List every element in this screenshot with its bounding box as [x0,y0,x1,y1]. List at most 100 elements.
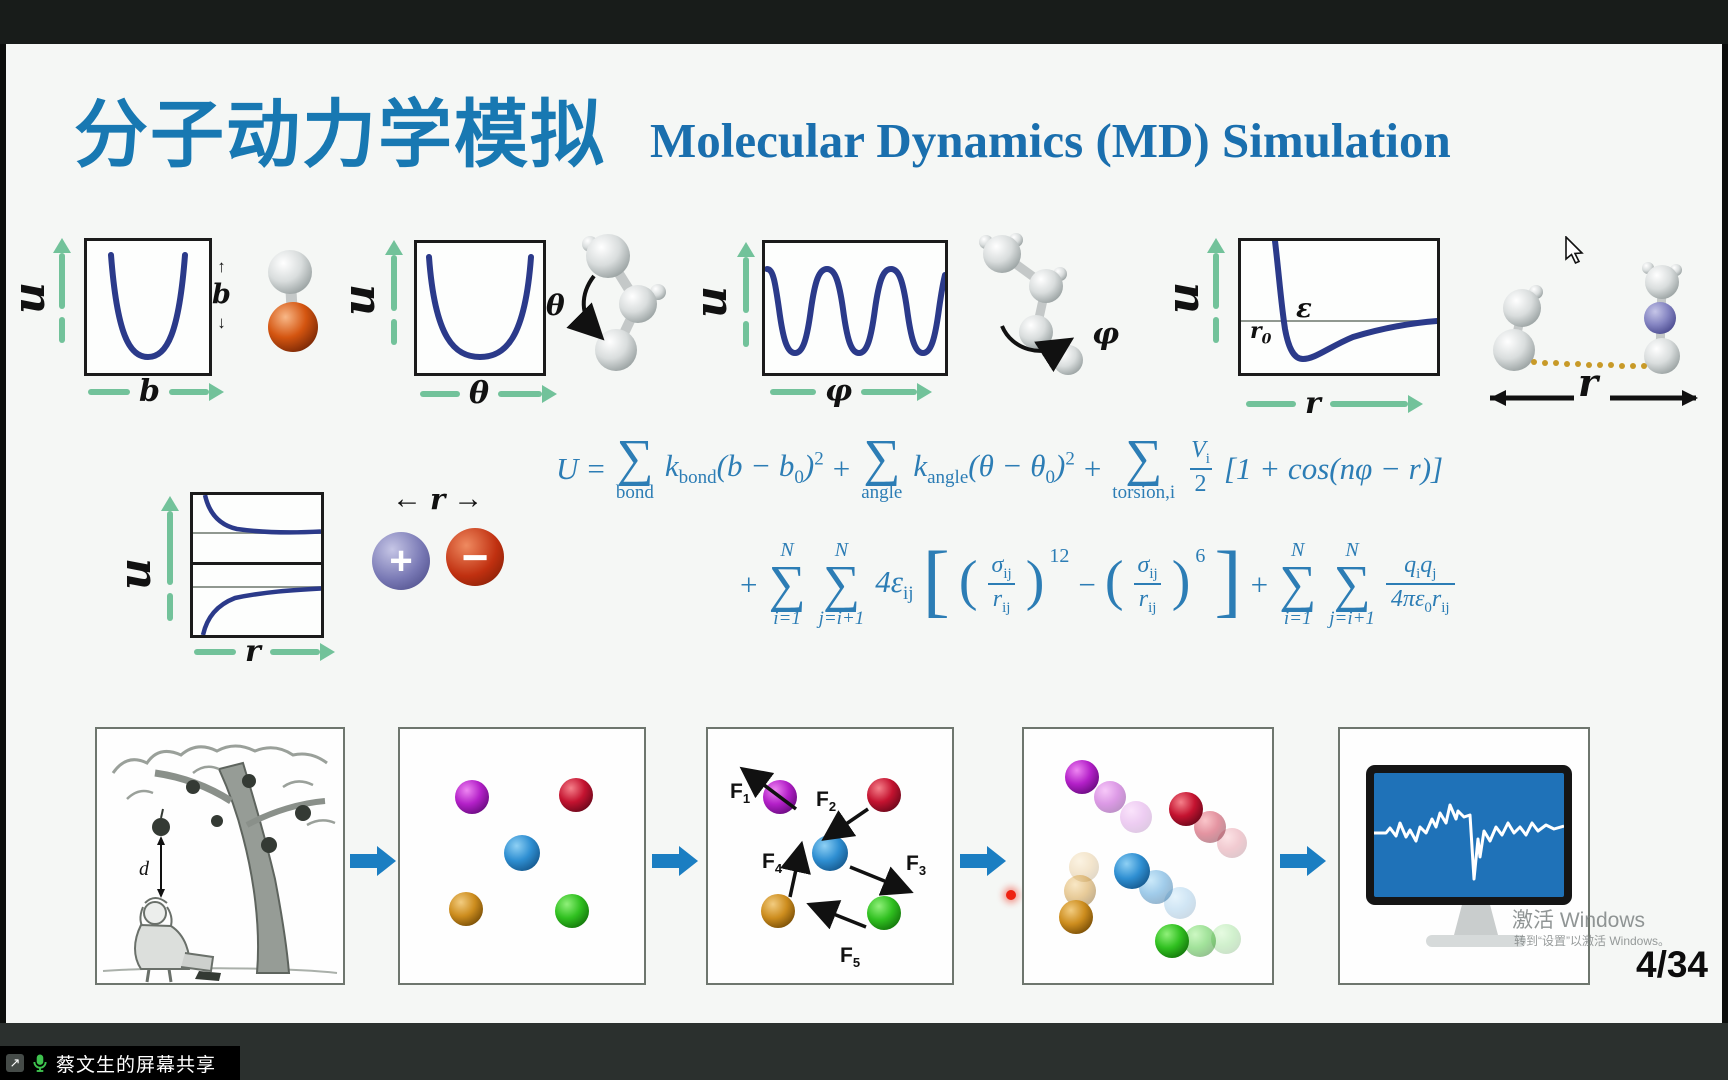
bond-stretch-indicator: ↑ b ↓ [212,258,231,331]
angle-theta-label: θ [546,289,565,322]
newton-apple-panel: d [95,727,345,985]
window-top-bar [0,0,1728,44]
force-label-4: F4 [762,850,783,877]
bond-term: kbond(b − b0)2 [664,448,824,489]
u-axis-arrow-coulomb [160,496,180,621]
monitor-stand [1454,905,1498,935]
minus-sign: − [461,531,489,583]
sum-coulomb-j: N∑j=i+1 [1329,539,1375,630]
pair-distance-r-label: r [1578,360,1599,405]
sum-bond: ∑bond [615,430,654,504]
lj-potential-plot [1238,238,1440,376]
torsion-molecule-illustration [979,233,1083,375]
flow-arrow-4-icon [1280,846,1326,876]
force-label-3: F3 [906,852,927,879]
mouse-cursor-icon [1565,236,1584,265]
forcefield-equation-line1: U = ∑bond kbond(b − b0)2 + ∑angle kangle… [556,430,1444,504]
angle-molecule-illustration [566,234,666,371]
force-label-1: F1 [730,780,751,807]
flow-arrow-2-icon [652,846,698,876]
particles-illustration [449,778,593,928]
windows-activation-watermark-line1: 激活 Windows [1512,909,1646,932]
torsion-phi-label: φ [1092,317,1120,352]
charge-r-label: r [430,481,446,516]
angle-term: kangle(θ − θ0)2 [913,448,1075,489]
diatomic-molecule-illustration [268,250,318,352]
lj-r0-label: r0 [1250,318,1272,348]
torsion-potential-plot [762,240,948,376]
bond-length-label: b [212,279,231,310]
share-owner-label: 蔡文生的屏幕共享 [56,1054,217,1076]
right-arrow-icon: → [453,482,484,515]
laser-pointer-dot [1006,890,1016,900]
phi-axis-label: φ [825,374,853,409]
u-axis-label-coulomb: u [110,558,161,590]
u-axis-arrow-angle [384,240,404,345]
r-axis-lj: r [1246,389,1423,419]
u-axis-label-bond: u [4,282,55,314]
flow-arrow-1-icon [350,846,396,876]
sum-torsion: ∑torsion,i [1112,430,1176,504]
u-axis-arrow-lj [1206,238,1226,343]
slide-title-english: Molecular Dynamics (MD) Simulation [650,113,1451,168]
charge-separation-r: ← r → [392,484,483,514]
right-edge [1722,44,1728,1023]
newton-apple-illustration: d [102,744,338,983]
flow-arrow-3-icon [960,846,1006,876]
angle-potential-plot [414,240,546,376]
eq-U: U [556,450,579,486]
windows-activation-watermark-line2: 转到“设置”以激活 Windows。 [1514,934,1671,948]
microphone-icon [33,1054,47,1072]
u-axis-label-lj: u [1158,282,1209,314]
sum-lj-j: N∑j=i+1 [818,539,865,630]
screen-share-indicator: ↗ 蔡文生的屏幕共享 [0,1046,240,1080]
u-axis-label-torsion: u [686,286,737,318]
forces-illustration [739,766,914,930]
torsion-cos-bracket: [1 + cos(nφ − r)] [1223,450,1444,486]
slide-page-number: 4/34 [1636,944,1709,985]
sum-angle: ∑angle [861,430,903,504]
distance-d-label: d [139,858,150,880]
bond-potential-plot [84,238,212,376]
theta-axis-label: θ [469,376,490,411]
left-edge [0,44,6,1023]
sum-lj-i: N∑i=1 [768,539,806,630]
particles-panel [398,727,646,985]
forces-panel: F1 F2 F3 F4 F5 [706,727,954,985]
force-label-5: F5 [840,944,861,971]
r-axis-coulomb: r [194,637,335,667]
b-axis-label: b [139,374,160,409]
coulomb-repulsive-plot [190,492,324,566]
u-axis-arrow-bond [52,238,72,343]
r-axis-label: r [1305,386,1321,421]
coulomb-fraction: qiqj 4πε0rij [1385,552,1455,618]
left-arrow-icon: ← [392,482,422,515]
positive-charge-sphere: + [372,532,430,590]
stretch-up-arrow-icon: ↑ [217,257,226,276]
analysis-monitor-panel [1338,727,1590,985]
monitor-base [1426,935,1526,947]
b-axis-bond: b [88,377,224,407]
phi-axis-torsion: φ [770,374,933,409]
coulomb-attractive-plot [190,562,324,638]
monitor-screen [1374,773,1565,897]
u-axis-label-angle: u [334,284,385,316]
window-bottom-bar [0,1023,1728,1080]
nonbonded-pair-illustration [1490,262,1698,406]
plus-sign: + [389,538,413,583]
trajectories-illustration [1059,760,1247,958]
share-screen-icon: ↗ [6,1054,24,1072]
slide-title-chinese: 分子动力学模拟 [74,93,606,176]
lj-epsilon-label: ε [1296,294,1312,324]
stretch-down-arrow-icon: ↓ [217,313,226,332]
theta-axis-angle: θ [420,376,558,411]
lj-coefficient: 4εij [875,564,914,605]
sum-coulomb-i: N∑i=1 [1279,539,1317,630]
monitor-bezel [1366,765,1572,905]
signal-trace [1374,803,1565,881]
u-axis-arrow-torsion [736,242,756,347]
force-label-2: F2 [816,788,837,815]
